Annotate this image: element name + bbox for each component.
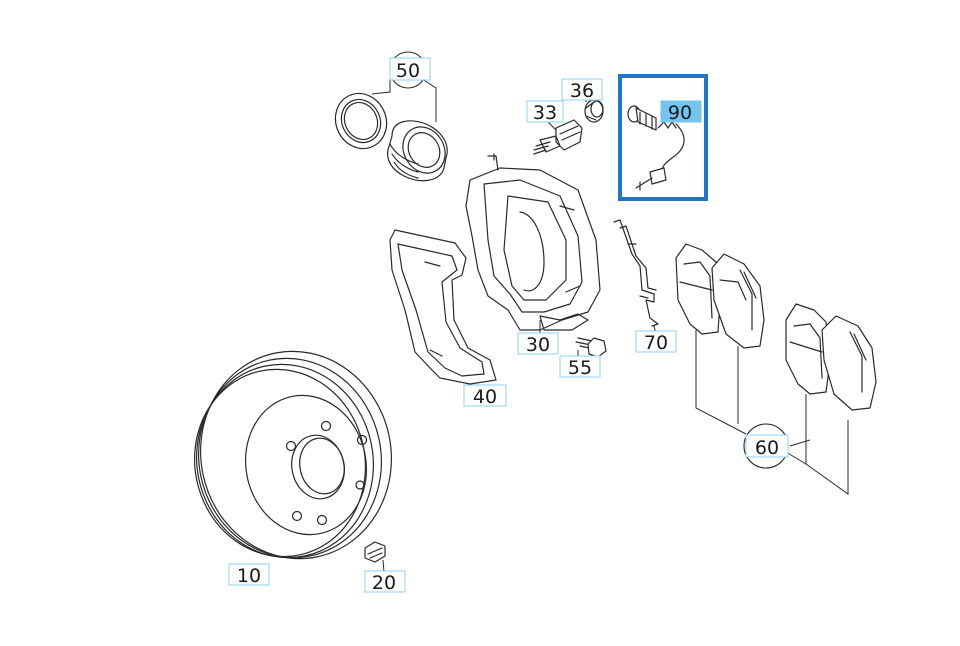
callout-40-box [463, 384, 507, 407]
pad-leader-lines-2 [785, 439, 811, 465]
callout-40-text: 40 [473, 386, 497, 408]
callout-20[interactable]: 20 [364, 570, 406, 594]
callout-70-box [635, 330, 677, 353]
callout-70[interactable]: 70 [635, 330, 677, 354]
pad-leader-lines [695, 330, 849, 495]
callout-30-box [517, 332, 559, 355]
callout-70-text: 70 [644, 332, 668, 354]
callout-36-box [561, 78, 603, 101]
callout-55[interactable]: 55 [559, 355, 601, 379]
callout-20-box [364, 570, 406, 593]
callout-90-text: 90 [668, 102, 692, 124]
bleed-cap[interactable] [584, 99, 604, 123]
brake-pad-set-front[interactable] [675, 243, 765, 349]
callout-40[interactable]: 40 [463, 384, 507, 408]
callout-10-text: 10 [237, 565, 261, 587]
callout-90-box-selected [660, 100, 702, 123]
callout-10[interactable]: 10 [228, 563, 270, 587]
callout-50-box [389, 57, 431, 81]
callout-60-text: 60 [755, 437, 779, 459]
callout-50[interactable]: 50 [389, 57, 431, 82]
pad-wear-sensor[interactable] [627, 105, 685, 191]
callout-60[interactable]: 60 [745, 434, 789, 459]
selected-part-highlight-frame [618, 74, 708, 201]
callout-90[interactable]: 90 [660, 100, 702, 124]
callout-33[interactable]: 33 [526, 100, 564, 124]
callout-36-text: 36 [570, 80, 594, 102]
callout-10-box [228, 563, 270, 586]
callout-55-text: 55 [568, 357, 592, 379]
callout-30-text: 30 [526, 334, 550, 356]
caliper-housing[interactable] [465, 153, 601, 334]
brake-disc[interactable] [177, 334, 410, 577]
callout-33-text: 33 [533, 102, 557, 124]
callout-33-box [526, 100, 564, 123]
caliper-carrier[interactable] [389, 229, 497, 395]
pad-spring-clip[interactable] [613, 219, 659, 335]
brake-pad-set-rear[interactable] [785, 303, 877, 411]
callout-55-box [559, 355, 601, 378]
callout-36[interactable]: 36 [561, 78, 603, 102]
callout-50-text: 50 [396, 60, 420, 82]
disc-bolt[interactable] [364, 541, 386, 573]
callout-60-box [745, 434, 789, 458]
callout-20-text: 20 [372, 572, 396, 594]
callout-30[interactable]: 30 [517, 332, 559, 356]
bleed-valve[interactable] [533, 119, 583, 155]
caliper-bolt[interactable] [575, 337, 607, 358]
